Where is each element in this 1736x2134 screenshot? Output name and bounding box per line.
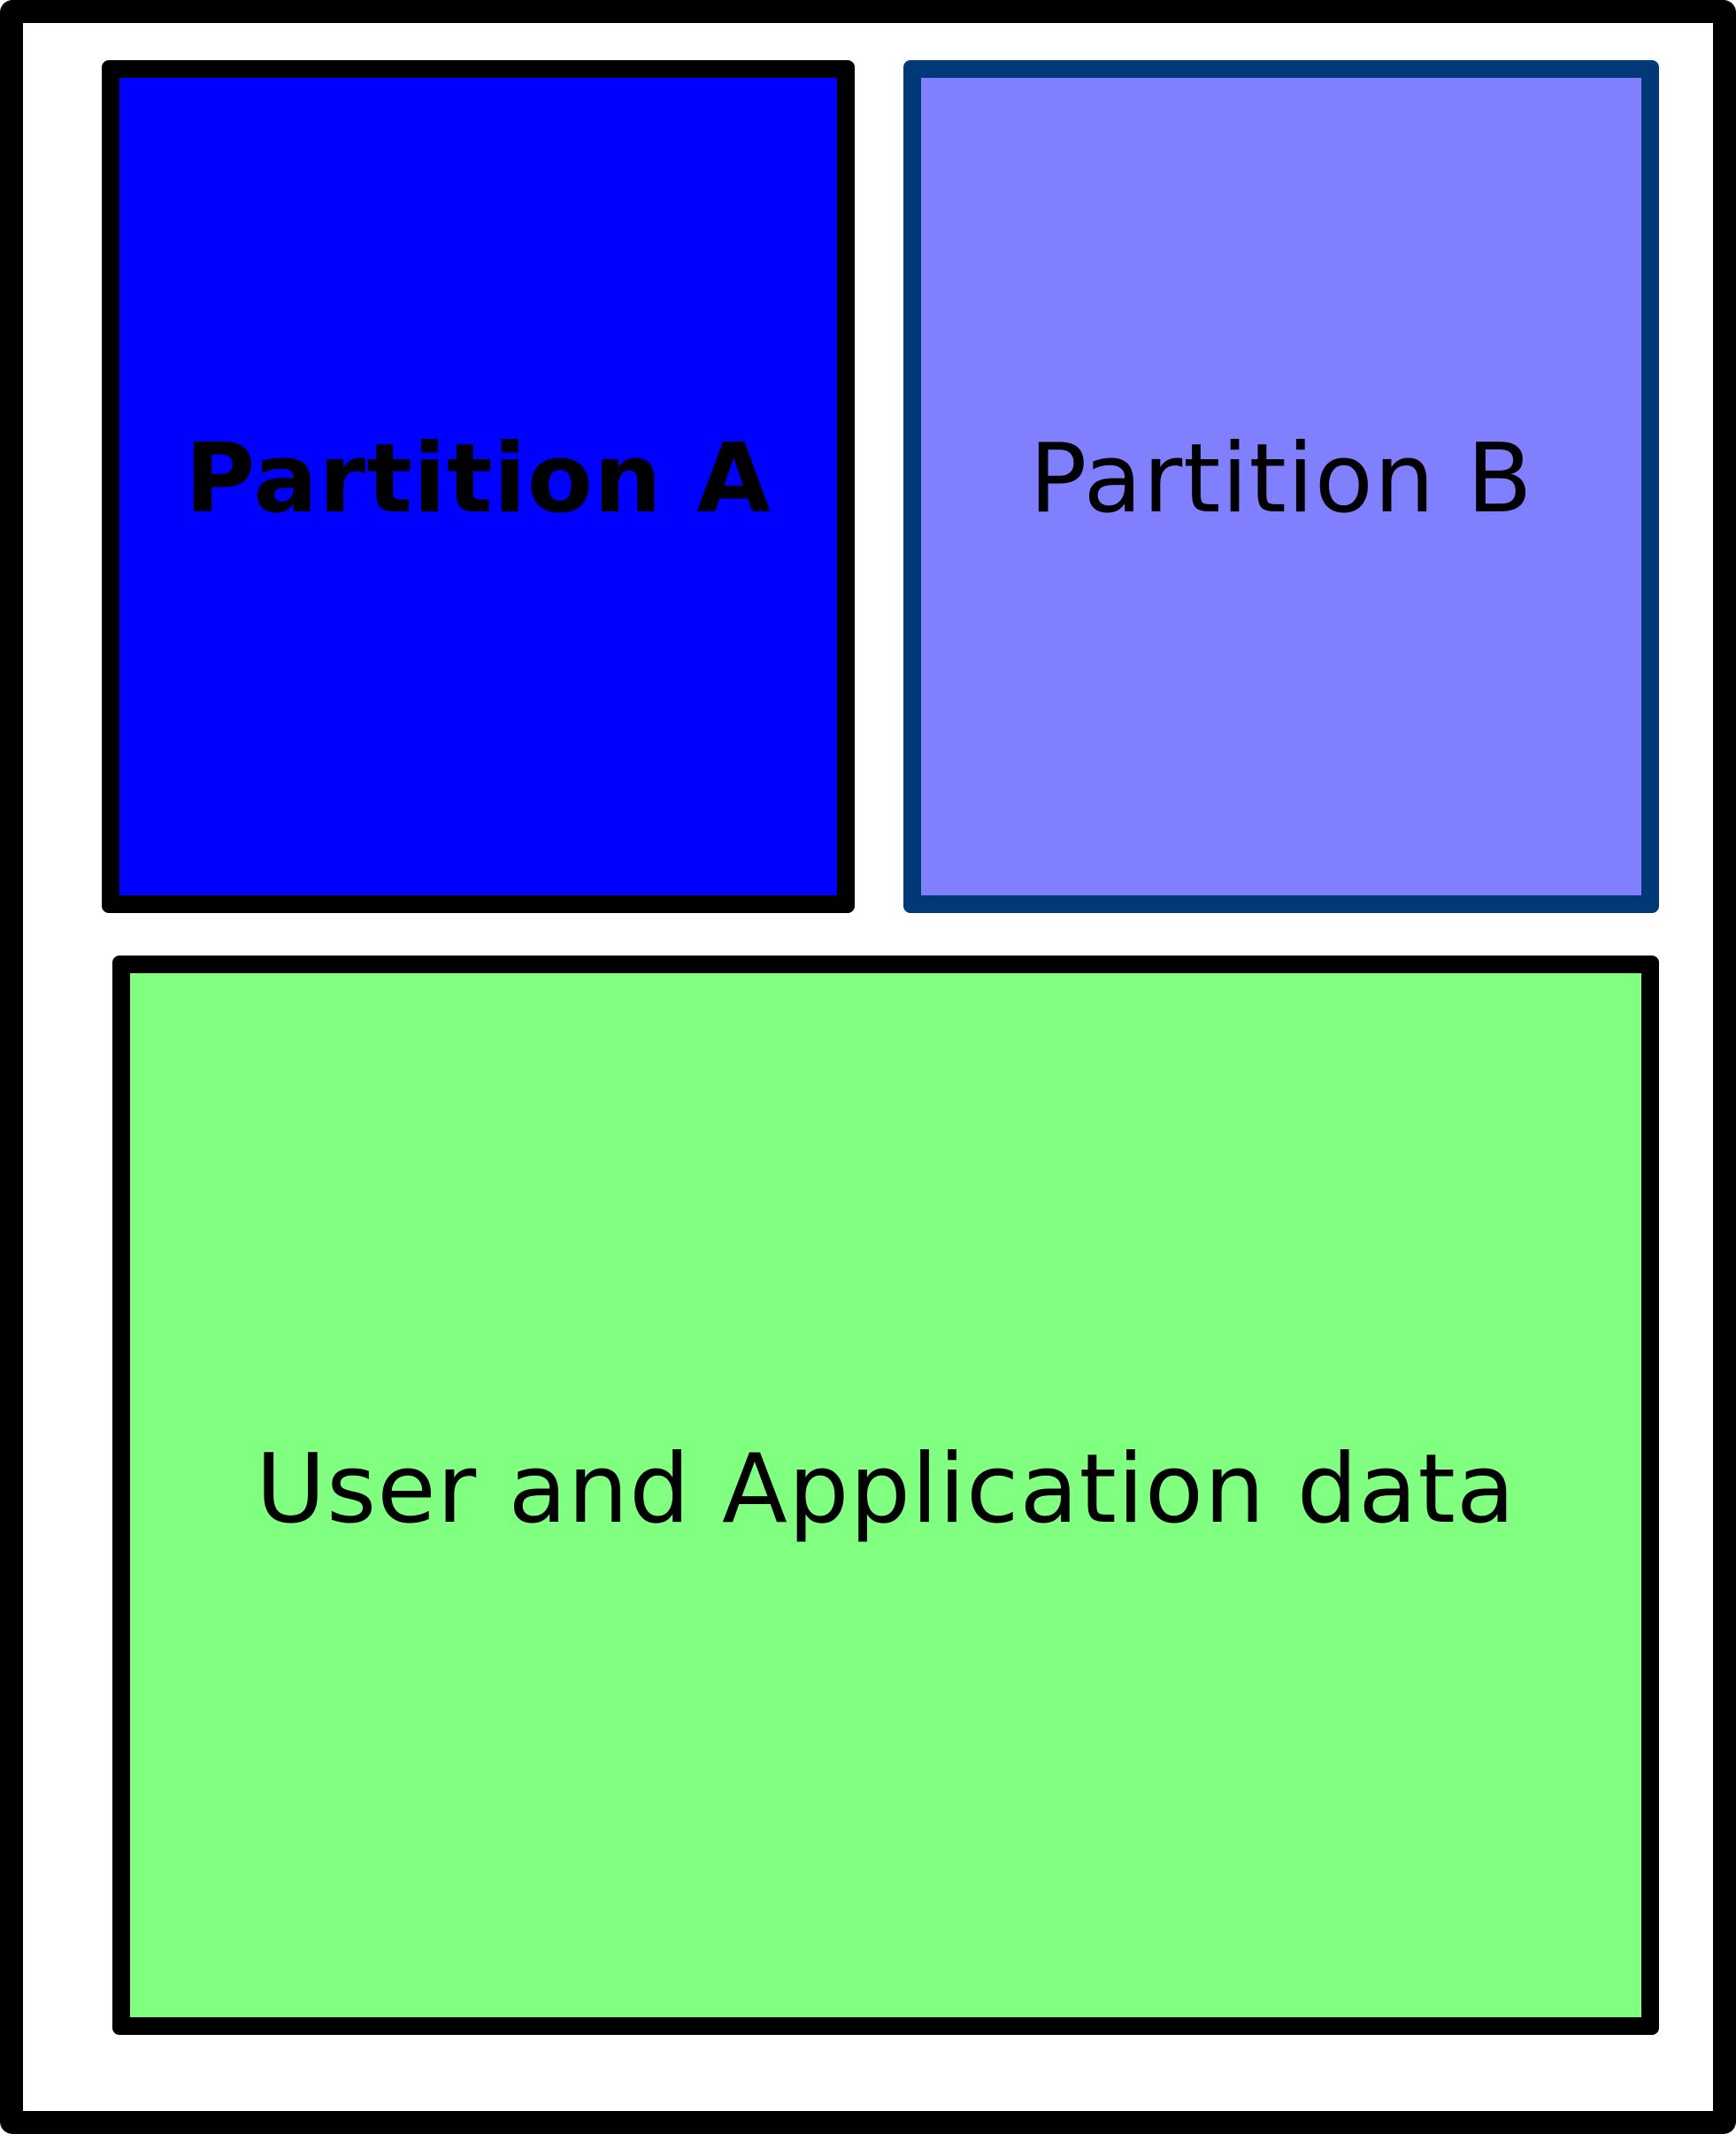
partition-a-block: Partition A bbox=[102, 60, 855, 913]
partition-b-label: Partition B bbox=[1029, 424, 1533, 534]
user-application-data-label: User and Application data bbox=[255, 1434, 1517, 1545]
partition-a-label: Partition A bbox=[185, 424, 772, 534]
user-application-data-block: User and Application data bbox=[112, 956, 1659, 2035]
partition-b-block: Partition B bbox=[903, 60, 1659, 913]
